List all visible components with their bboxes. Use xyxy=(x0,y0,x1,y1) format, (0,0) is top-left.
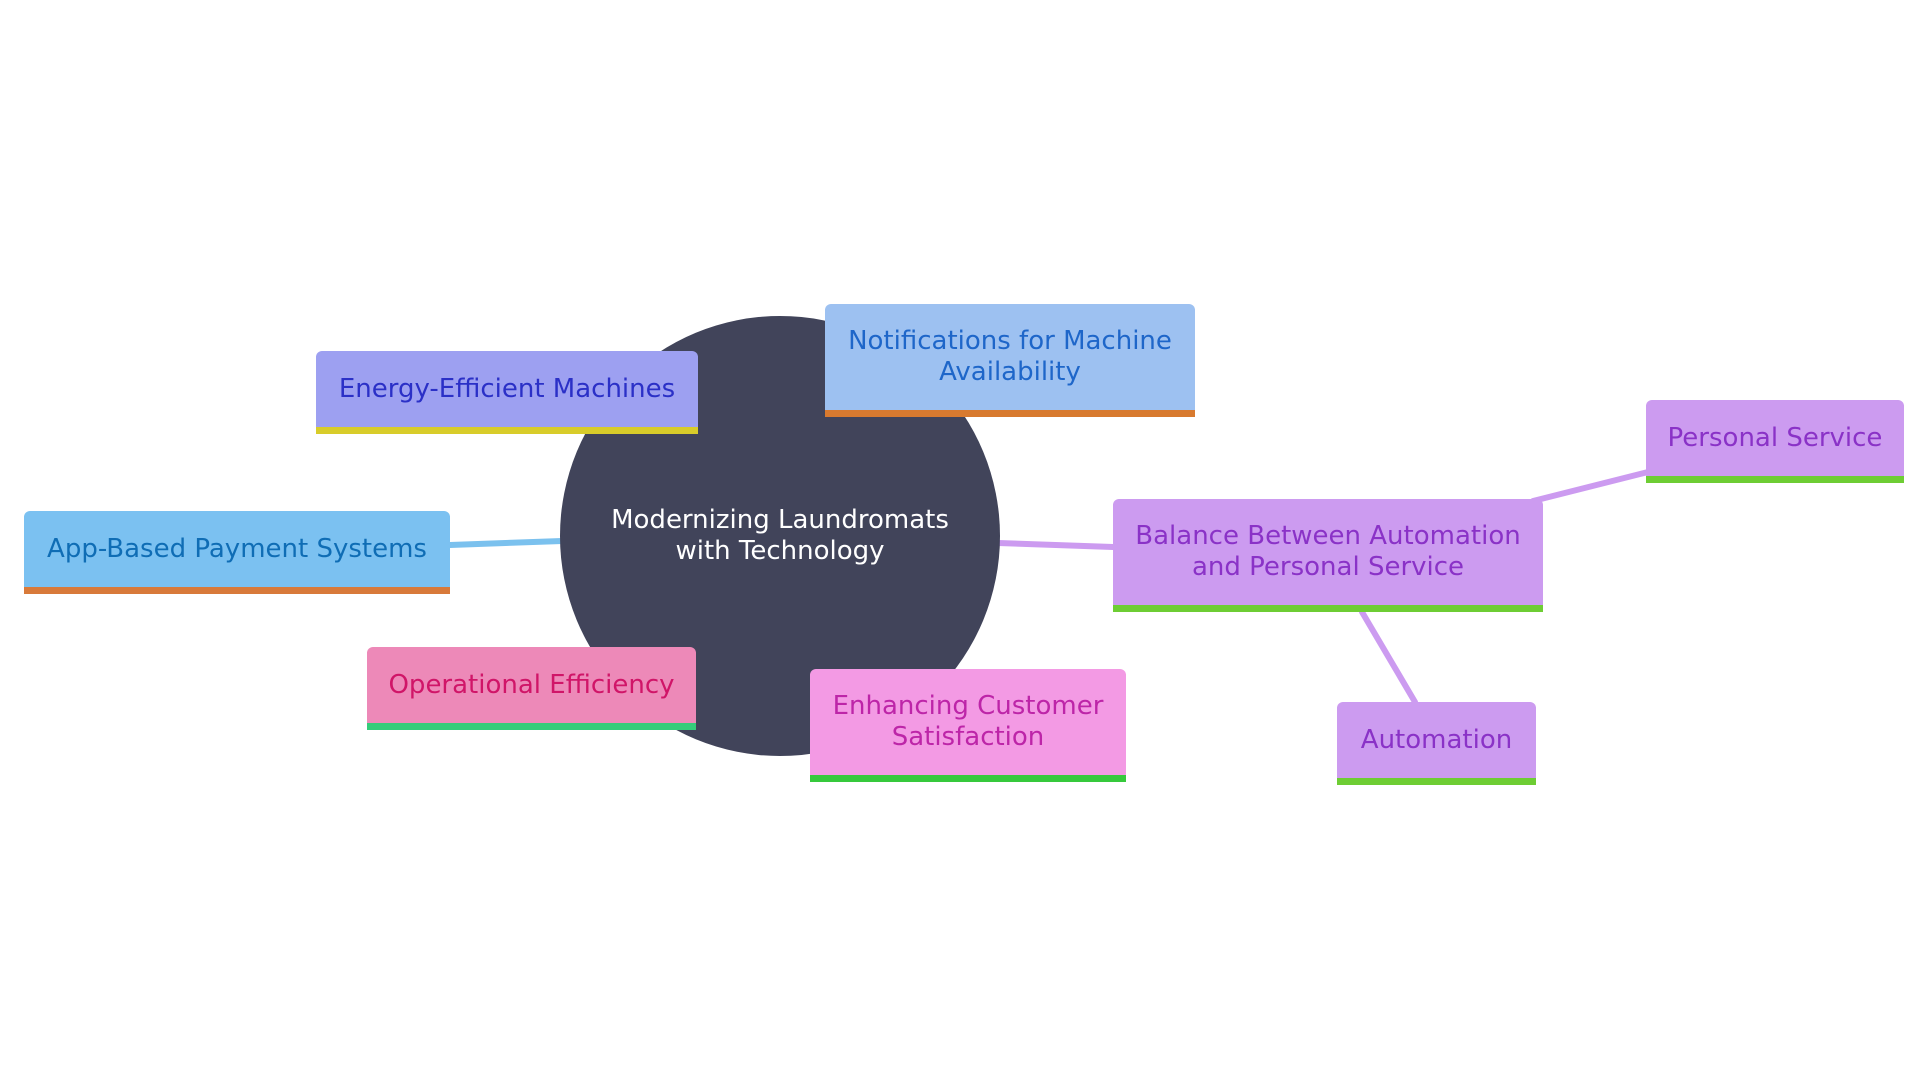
central-topic-label: Modernizing Laundromats with Technology xyxy=(611,505,949,566)
edge-center-balance xyxy=(995,540,1116,550)
node-label: Energy-Efficient Machines xyxy=(338,373,676,404)
node-label: Operational Efficiency xyxy=(388,669,675,700)
node-app-based-payment-systems[interactable]: App-Based Payment Systems xyxy=(24,511,450,594)
edge-center-app xyxy=(447,538,565,548)
node-label: Balance Between Automation and Personal … xyxy=(1135,521,1521,582)
node-operational-efficiency[interactable]: Operational Efficiency xyxy=(367,647,696,730)
node-label: Personal Service xyxy=(1667,422,1883,453)
node-label: App-Based Payment Systems xyxy=(47,533,427,564)
edge-balance-automation xyxy=(1359,609,1418,705)
node-notifications-machine-availability[interactable]: Notifications for Machine Availability xyxy=(825,304,1195,417)
node-balance-automation-personal-service[interactable]: Balance Between Automation and Personal … xyxy=(1113,499,1543,612)
node-energy-efficient-machines[interactable]: Energy-Efficient Machines xyxy=(316,351,698,434)
node-label: Notifications for Machine Availability xyxy=(848,326,1172,387)
node-enhancing-customer-satisfaction[interactable]: Enhancing Customer Satisfaction xyxy=(810,669,1126,782)
node-personal-service[interactable]: Personal Service xyxy=(1646,400,1904,483)
node-automation[interactable]: Automation xyxy=(1337,702,1536,785)
edge-balance-personal xyxy=(1530,469,1651,504)
node-label: Enhancing Customer Satisfaction xyxy=(832,691,1104,752)
node-label: Automation xyxy=(1360,724,1513,755)
